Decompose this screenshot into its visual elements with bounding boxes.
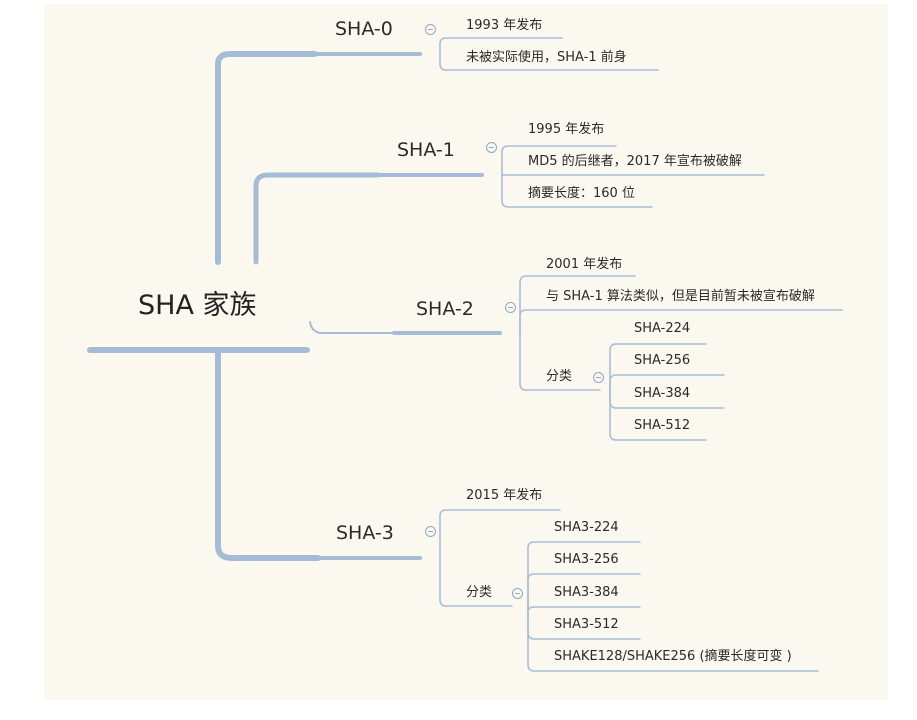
- topic-sha3[interactable]: SHA-3: [336, 522, 394, 544]
- sha0-child-1[interactable]: 未被实际使用，SHA-1 前身: [466, 50, 627, 65]
- topic-sha2[interactable]: SHA-2: [416, 298, 474, 320]
- sha2-child-1[interactable]: 与 SHA-1 算法类似，但是目前暂未被宣布破解: [546, 289, 815, 304]
- sha3-item-2[interactable]: SHA3-384: [554, 585, 619, 600]
- collapse-minus-icon[interactable]: [505, 302, 516, 313]
- sha0-child-0[interactable]: 1993 年发布: [466, 18, 543, 33]
- sha2-item-2[interactable]: SHA-384: [634, 386, 691, 401]
- collapse-minus-icon[interactable]: [593, 372, 604, 383]
- edge-sha3-g2: [527, 605, 641, 613]
- edge-sha2-g0: [609, 343, 707, 391]
- sha1-child-2[interactable]: 摘要长度：160 位: [528, 186, 635, 201]
- edge-root-sha1: [253, 172, 381, 265]
- edge-sha3-c0: [439, 509, 561, 559]
- edge-sha2-c1: [519, 309, 843, 334]
- sha2-child-0[interactable]: 2001 年发布: [546, 257, 623, 272]
- sha3-group-label[interactable]: 分类: [466, 585, 493, 600]
- edge-sha3-g1: [527, 573, 641, 607]
- edge-root-sha2: [309, 321, 395, 334]
- edge-sha1-c0: [501, 145, 617, 176]
- collapse-minus-icon[interactable]: [425, 526, 436, 537]
- edge-sha3-group: [439, 557, 513, 607]
- sha3-item-0[interactable]: SHA3-224: [554, 520, 619, 535]
- sha2-item-1[interactable]: SHA-256: [634, 353, 691, 368]
- edge-sha2-g1: [609, 374, 725, 391]
- edge-root-sha0: [215, 51, 318, 265]
- sha2-group-label[interactable]: 分类: [546, 369, 573, 384]
- sha3-item-3[interactable]: SHA3-512: [554, 617, 619, 632]
- sha3-child-0[interactable]: 2015 年发布: [466, 488, 543, 503]
- edge-sha3-g4: [527, 605, 819, 672]
- sha1-child-1[interactable]: MD5 的后继者，2017 年宣布被破解: [528, 154, 742, 169]
- edge-sha1-c2: [501, 174, 653, 208]
- sha1-child-0[interactable]: 1995 年发布: [528, 122, 605, 137]
- edge-sha0-c0: [439, 37, 563, 55]
- edge-sha2-group: [519, 332, 601, 391]
- sha3-item-1[interactable]: SHA3-256: [554, 552, 619, 567]
- sha2-item-0[interactable]: SHA-224: [634, 321, 691, 336]
- edge-sha2-c0: [519, 275, 636, 334]
- edge-sha2-g3: [609, 389, 707, 441]
- edge-root-sha3: [215, 347, 321, 561]
- edge-sha3-g0: [527, 541, 641, 607]
- collapse-minus-icon[interactable]: [425, 24, 436, 35]
- sha3-item-4[interactable]: SHAKE128/SHAKE256 (摘要长度可变 ): [554, 649, 792, 664]
- edge-sha0-c1: [439, 53, 659, 71]
- topic-sha0[interactable]: SHA-0: [335, 18, 393, 40]
- collapse-minus-icon[interactable]: [512, 588, 523, 599]
- root-topic[interactable]: SHA 家族: [138, 290, 257, 321]
- collapse-minus-icon[interactable]: [486, 142, 497, 153]
- sha2-item-3[interactable]: SHA-512: [634, 418, 691, 433]
- topic-sha1[interactable]: SHA-1: [397, 139, 455, 161]
